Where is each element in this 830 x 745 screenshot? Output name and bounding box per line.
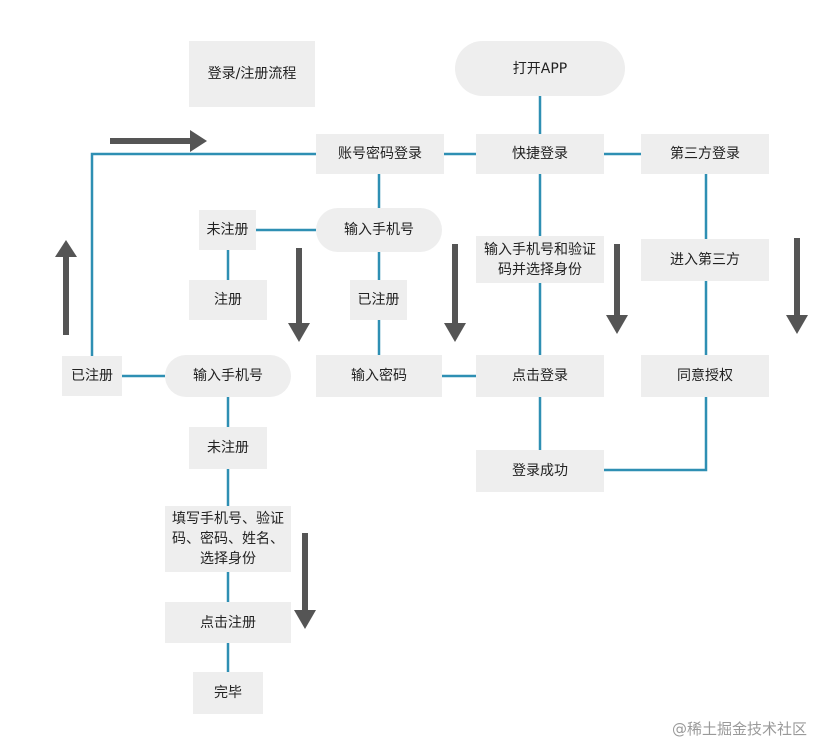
arrow-down-icon xyxy=(786,238,808,334)
title-node: 登录/注册流程 xyxy=(189,41,315,107)
enter-third-party-node: 进入第三方 xyxy=(641,239,769,281)
third-party-login-node: 第三方登录 xyxy=(641,134,769,174)
arrow-right-icon xyxy=(110,130,207,152)
enter-password-node: 输入密码 xyxy=(316,355,442,397)
watermark: @稀土掘金技术社区 xyxy=(672,720,808,738)
done-node: 完毕 xyxy=(193,672,263,714)
account-login-node: 账号密码登录 xyxy=(316,134,444,174)
agree-authorize-node: 同意授权 xyxy=(641,355,769,397)
open-app-node: 打开APP xyxy=(455,41,625,96)
connector-agree-to-success xyxy=(604,397,708,472)
registered-node: 已注册 xyxy=(350,280,407,320)
quick-login-node: 快捷登录 xyxy=(476,134,604,174)
arrow-down-icon xyxy=(294,533,316,629)
arrow-down-icon xyxy=(444,244,466,342)
unregistered-node: 未注册 xyxy=(199,210,256,250)
login-success-node: 登录成功 xyxy=(476,450,604,492)
connector-account-loop xyxy=(66,152,316,378)
unregistered-2-node: 未注册 xyxy=(189,427,267,469)
fill-info-node: 填写手机号、验证 码、密码、姓名、 选择身份 xyxy=(165,506,291,572)
click-register-node: 点击注册 xyxy=(165,602,291,643)
register-node: 注册 xyxy=(189,280,267,320)
arrow-down-icon xyxy=(606,244,628,334)
arrow-down-icon xyxy=(288,248,310,342)
enter-phone-2-node: 输入手机号 xyxy=(165,355,291,397)
enter-phone-code-node: 输入手机号和验证 码并选择身份 xyxy=(476,236,604,283)
registered-left-node: 已注册 xyxy=(62,356,122,396)
arrow-up-icon xyxy=(55,240,77,335)
click-login-node: 点击登录 xyxy=(476,355,604,397)
enter-phone-node: 输入手机号 xyxy=(316,208,442,252)
